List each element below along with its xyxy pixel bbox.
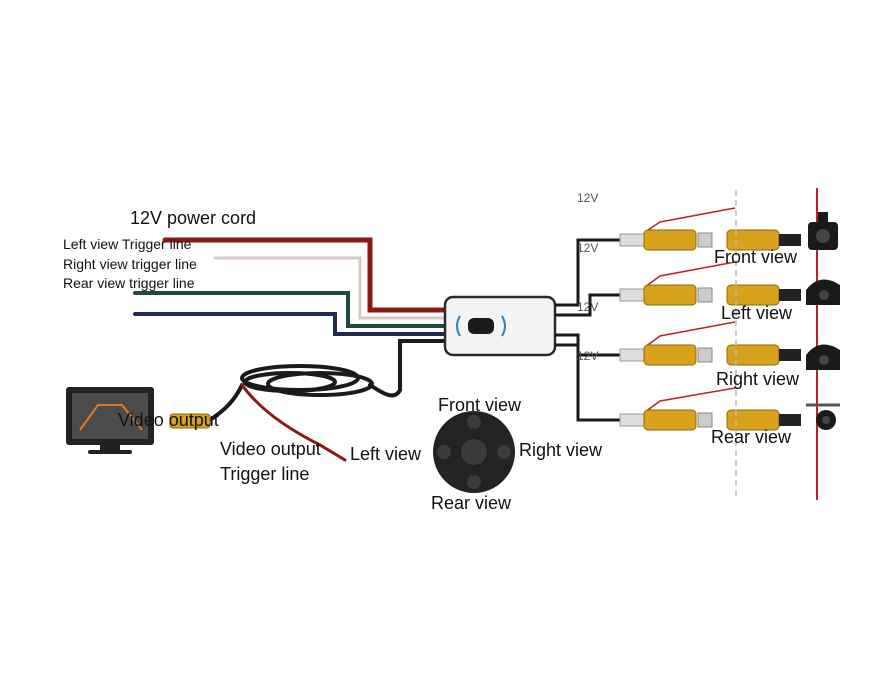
left-trigger-label: Left view Trigger line: [63, 236, 192, 252]
v12-label-top: 12V: [577, 191, 599, 205]
video-output-connector: [169, 413, 211, 429]
trigger-line-label: Trigger line: [220, 464, 310, 484]
remote-keypad: [433, 411, 515, 493]
right-trigger-label: Right view trigger line: [63, 256, 197, 272]
v12-label-3: 12V: [577, 349, 599, 363]
remote-right-label: Right view: [519, 440, 603, 460]
power-cord-wire: [133, 237, 448, 392]
video-cable: [208, 364, 402, 462]
rear-trigger-label: Rear view trigger line: [63, 275, 195, 291]
monitor: [66, 387, 154, 454]
front-camera-icon: [808, 212, 838, 250]
rear-camera-icon: [806, 403, 840, 430]
rca-connectors: [619, 229, 801, 431]
remote-left-label: Left view: [350, 444, 422, 464]
camera-right-label: Right view: [716, 369, 800, 389]
camera-front-label: Front view: [714, 247, 798, 267]
power-cord-label: 12V power cord: [130, 208, 257, 228]
remote-rear-label: Rear view: [431, 493, 512, 513]
power-leads: [644, 207, 736, 413]
remote-front-label: Front view: [438, 395, 522, 415]
right-camera-icon: [806, 344, 840, 370]
video-output-label: Video output: [220, 439, 321, 459]
cameras: [806, 212, 840, 430]
output-wires: [555, 238, 620, 422]
left-camera-icon: [806, 279, 840, 305]
camera-left-label: Left view: [721, 303, 793, 323]
video-output-monitor-label: Video output: [118, 410, 219, 430]
control-box: [443, 295, 557, 357]
v12-label-1: 12V: [577, 241, 599, 255]
camera-rear-label: Rear view: [711, 427, 792, 447]
v12-label-2: 12V: [577, 300, 599, 314]
